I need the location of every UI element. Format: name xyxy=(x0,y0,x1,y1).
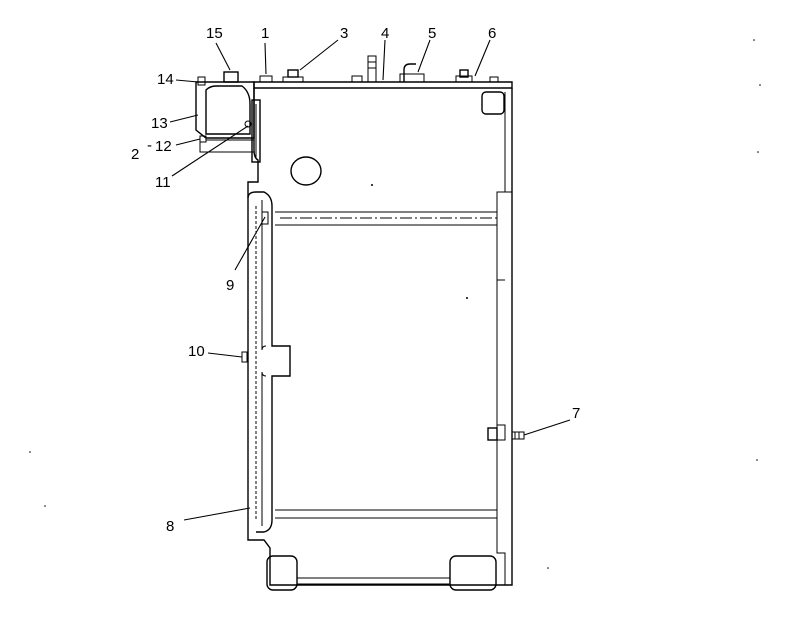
scan-specks xyxy=(29,39,761,569)
callout-11: 11 xyxy=(155,174,171,191)
callout-8: 8 xyxy=(166,518,174,535)
top-fittings xyxy=(259,55,499,83)
callout-7: 7 xyxy=(572,405,580,422)
callout-1: 1 xyxy=(261,25,269,42)
callout-2: 2 xyxy=(131,146,139,163)
bracket-assembly xyxy=(195,71,261,163)
left-channel xyxy=(247,191,291,533)
callout-14: 14 xyxy=(157,71,174,88)
callout-3: 3 xyxy=(340,25,348,42)
callout-9: 9 xyxy=(226,277,234,294)
callout-12: 12 xyxy=(155,138,172,155)
tank-body xyxy=(247,81,513,586)
callout-10: 10 xyxy=(188,343,205,360)
callout-12-dash: - xyxy=(147,137,152,154)
callout-15: 15 xyxy=(206,25,223,42)
callout-6: 6 xyxy=(488,25,496,42)
callout-5: 5 xyxy=(428,25,436,42)
tank-feet xyxy=(266,555,497,591)
leader-lines xyxy=(169,39,571,521)
callout-13: 13 xyxy=(151,115,168,132)
callout-4: 4 xyxy=(381,25,389,42)
side-fitting-7 xyxy=(487,427,525,441)
callout-labels: 15 1 3 4 5 6 14 13 2 - 12 11 9 10 7 8 xyxy=(131,25,580,535)
drain-mark-10 xyxy=(241,351,248,363)
